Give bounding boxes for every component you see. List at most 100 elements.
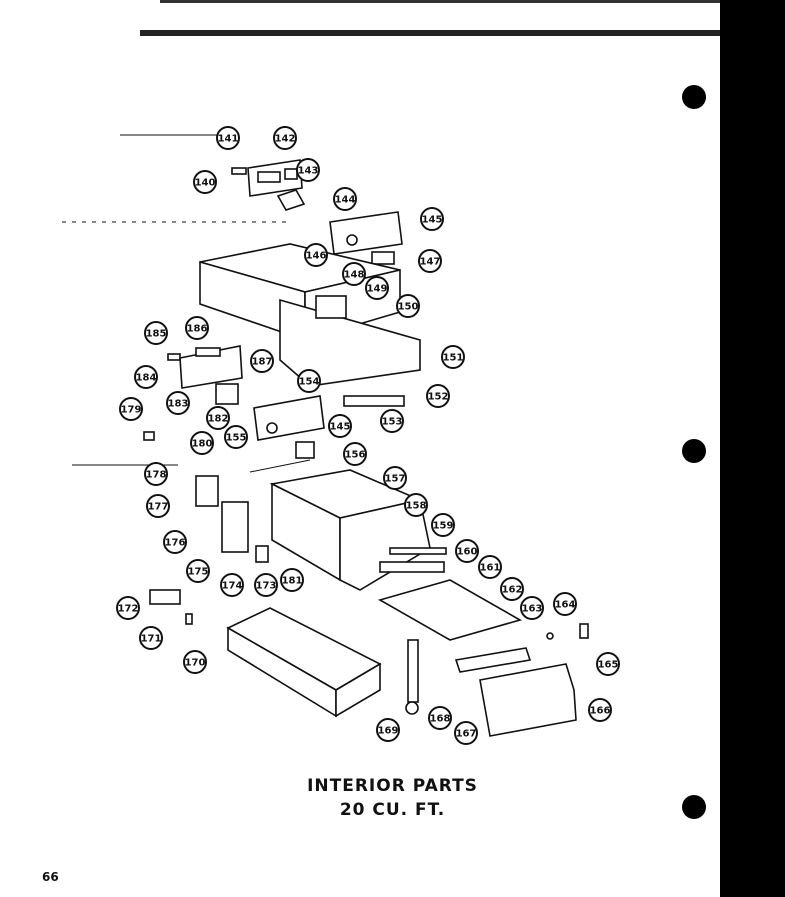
callout-text: 160: [457, 547, 478, 558]
callout-circle: [119, 397, 143, 421]
callout-151: 151: [441, 345, 465, 369]
callout-text: 153: [382, 417, 403, 428]
callout-177: 177: [146, 494, 170, 518]
callout-circle: [380, 409, 404, 433]
callout-circle: [418, 249, 442, 273]
callout-163: 163: [520, 596, 544, 620]
callout-146: 146: [304, 243, 328, 267]
callout-181: 181: [280, 568, 304, 592]
callout-text: 155: [226, 433, 247, 444]
callout-circle: [333, 187, 357, 211]
callout-175: 175: [186, 559, 210, 583]
callout-circle: [163, 530, 187, 554]
callout-148: 148: [342, 262, 366, 286]
callout-141: 141: [216, 126, 240, 150]
callout-text: 187: [252, 357, 273, 368]
callout-171: 171: [139, 626, 163, 650]
callout-circle: [441, 345, 465, 369]
callout-circle: [404, 493, 428, 517]
callout-circle: [420, 207, 444, 231]
callout-circle: [500, 577, 524, 601]
callout-185: 185: [144, 321, 168, 345]
callout-187: 187: [250, 349, 274, 373]
callout-circle: [183, 650, 207, 674]
callout-circle: [273, 126, 297, 150]
callout-text: 185: [146, 329, 167, 340]
callout-153: 153: [380, 409, 404, 433]
callout-144: 144: [333, 187, 357, 211]
callout-178: 178: [144, 462, 168, 486]
callout-circle: [193, 170, 217, 194]
callout-text: 174: [222, 581, 243, 592]
callout-circle: [478, 555, 502, 579]
callout-circle: [206, 406, 230, 430]
callout-text: 143: [298, 166, 319, 177]
callout-166: 166: [588, 698, 612, 722]
callout-circle: [342, 262, 366, 286]
callout-167: 167: [454, 721, 478, 745]
crisper-drawer: [269, 469, 447, 591]
callout-circle: [328, 414, 352, 438]
callout-157: 157: [383, 466, 407, 490]
callout-text: 151: [443, 353, 464, 364]
callout-text: 167: [456, 729, 477, 740]
callout-text: 142: [275, 134, 296, 145]
callout-text: 176: [165, 538, 186, 549]
callout-circle: [254, 573, 278, 597]
callout-text: 163: [522, 604, 543, 615]
callout-text: 154: [299, 377, 320, 388]
callout-circle: [343, 442, 367, 466]
callout-158: 158: [404, 493, 428, 517]
crisper-front-panel: [479, 663, 577, 737]
callout-circle: [376, 718, 400, 742]
callout-text: 168: [430, 714, 451, 725]
callout-186: 186: [185, 316, 209, 340]
callout-176: 176: [163, 530, 187, 554]
callout-text: 158: [406, 501, 427, 512]
callout-text: 169: [378, 726, 399, 737]
callout-text: 171: [141, 634, 162, 645]
callout-circle: [220, 573, 244, 597]
callout-text: 159: [433, 521, 454, 532]
callout-circle: [588, 698, 612, 722]
control-housing-top: [231, 159, 403, 265]
diagram-title: INTERIOR PARTS: [307, 776, 478, 796]
callout-text: 145: [330, 422, 351, 433]
callout-circle: [139, 626, 163, 650]
control-housing-left: [167, 345, 405, 459]
callout-145: 145: [420, 207, 444, 231]
callout-text: 141: [218, 134, 239, 145]
callout-circle: [185, 316, 209, 340]
callout-145: 145: [328, 414, 352, 438]
callout-circle: [134, 365, 158, 389]
callout-text: 181: [282, 576, 303, 587]
callout-165: 165: [596, 652, 620, 676]
callout-text: 183: [168, 399, 189, 410]
callout-text: 157: [385, 474, 406, 485]
page-number: 66: [42, 870, 59, 884]
callout-text: 162: [502, 585, 523, 596]
callout-164: 164: [553, 592, 577, 616]
callout-168: 168: [428, 706, 452, 730]
callout-160: 160: [455, 539, 479, 563]
callout-text: 152: [428, 392, 449, 403]
callout-169: 169: [376, 718, 400, 742]
callout-circle: [365, 276, 389, 300]
callout-text: 173: [256, 581, 277, 592]
callout-circle: [520, 596, 544, 620]
callout-162: 162: [500, 577, 524, 601]
callout-circle: [144, 462, 168, 486]
callout-text: 150: [398, 302, 419, 313]
callout-text: 156: [345, 450, 366, 461]
scan-artifacts: [62, 0, 785, 897]
callout-circle: [186, 559, 210, 583]
callout-173: 173: [254, 573, 278, 597]
left-hardware: [143, 431, 311, 625]
callout-text: 178: [146, 470, 167, 481]
callout-text: 165: [598, 660, 619, 671]
callout-text: 180: [192, 439, 213, 450]
callout-161: 161: [478, 555, 502, 579]
